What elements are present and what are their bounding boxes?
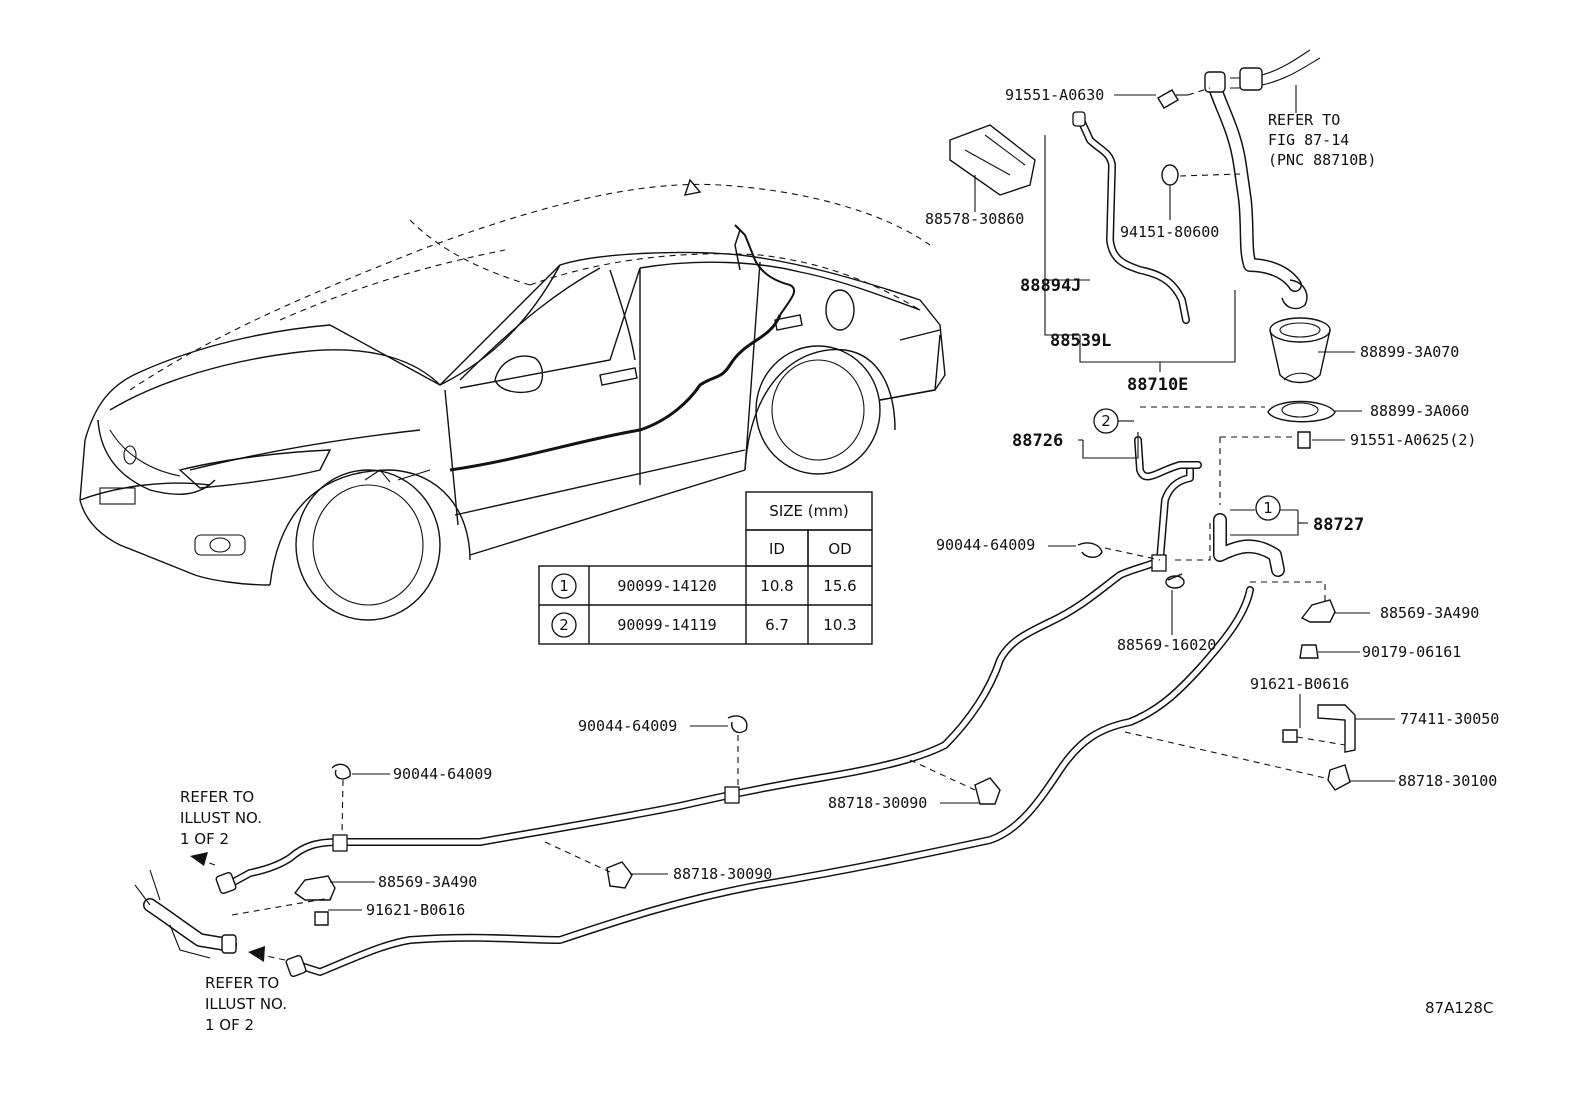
size-table-row1-part: 90099-14120 <box>617 577 716 595</box>
fuel-pipes <box>134 436 1285 978</box>
label-88894J: 88894J <box>1020 276 1081 296</box>
refer-illust-lower-line2: ILLUST NO. <box>205 995 287 1013</box>
size-table-row1-id: 10.8 <box>760 577 793 595</box>
size-table-row2-part: 90099-14119 <box>617 616 716 634</box>
label-88569-3A490-left: 88569-3A490 <box>378 873 477 891</box>
refer-illust-upper-line2: ILLUST NO. <box>180 809 262 827</box>
size-table: SIZE (mm) ID OD 1 90099-14120 10.8 15.6 … <box>538 491 873 645</box>
label-88899-3A070: 88899-3A070 <box>1360 343 1459 361</box>
car-illustration <box>79 178 946 621</box>
label-91551-A0625: 91551-A0625(2) <box>1350 431 1476 449</box>
label-88718-30090-left: 88718-30090 <box>673 865 772 883</box>
leader-lines <box>190 85 1395 962</box>
refer-illust-upper-line3: 1 OF 2 <box>180 830 229 848</box>
size-table-row2-id: 6.7 <box>765 616 789 634</box>
label-90044-64009-middle: 90044-64009 <box>578 717 677 735</box>
label-91621-B0616-left: 91621-B0616 <box>366 901 465 919</box>
label-88569-3A490-right: 88569-3A490 <box>1380 604 1479 622</box>
label-91551-A0630: 91551-A0630 <box>1005 86 1104 104</box>
refer-fig-line2: FIG 87-14 <box>1268 131 1349 149</box>
label-88718-30100: 88718-30100 <box>1398 772 1497 790</box>
label-88569-16020: 88569-16020 <box>1117 636 1216 654</box>
label-88578-30860: 88578-30860 <box>925 210 1024 228</box>
refer-illust-upper-line1: REFER TO <box>180 788 254 806</box>
size-table-row2-marker: 2 <box>559 616 569 634</box>
label-88726: 88726 <box>1012 431 1063 451</box>
refer-illust-lower-line3: 1 OF 2 <box>205 1016 254 1034</box>
refer-illust-lower-line1: REFER TO <box>205 974 279 992</box>
size-table-row1-od: 15.6 <box>823 577 856 595</box>
label-88727: 88727 <box>1313 515 1364 535</box>
label-88718-30090-right: 88718-30090 <box>828 794 927 812</box>
label-88539L: 88539L <box>1050 331 1111 351</box>
refer-fig-line3: (PNC 88710B) <box>1268 151 1376 169</box>
size-table-col-od: OD <box>828 540 851 558</box>
label-90044-64009-top: 90044-64009 <box>936 536 1035 554</box>
label-91621-B0616-right: 91621-B0616 <box>1250 675 1349 693</box>
callout-labels: 91551-A0630 88578-30860 94151-80600 8889… <box>180 86 1499 1034</box>
label-94151-80600: 94151-80600 <box>1120 223 1219 241</box>
label-88710E: 88710E <box>1127 375 1188 395</box>
label-90044-64009-left: 90044-64009 <box>393 765 492 783</box>
filler-pipe-assembly <box>231 49 1356 926</box>
label-90179-06161: 90179-06161 <box>1362 643 1461 661</box>
label-77411-30050: 77411-30050 <box>1400 710 1499 728</box>
refer-fig-line1: REFER TO <box>1268 111 1340 129</box>
size-table-header: SIZE (mm) <box>769 502 848 520</box>
size-table-row1-marker: 1 <box>559 577 569 595</box>
marker-two: 2 <box>1101 412 1111 430</box>
marker-one: 1 <box>1263 499 1273 517</box>
size-table-row2-od: 10.3 <box>823 616 856 634</box>
figure-code: 87A128C <box>1425 999 1493 1017</box>
size-table-col-id: ID <box>769 540 785 558</box>
label-88899-3A060: 88899-3A060 <box>1370 402 1469 420</box>
